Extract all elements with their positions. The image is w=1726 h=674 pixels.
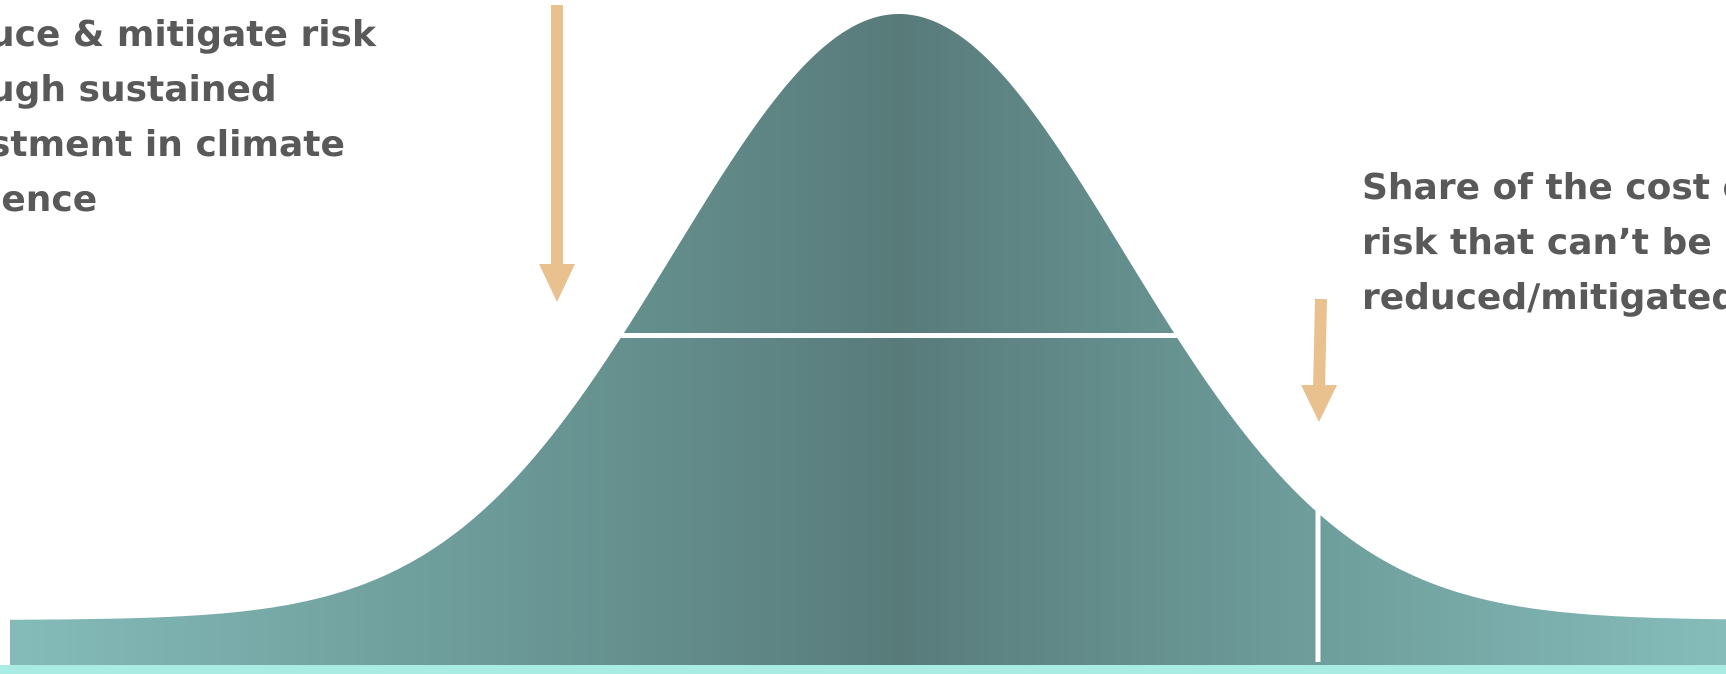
left-annotation-line: ience xyxy=(0,179,98,220)
arrow-right-down-icon xyxy=(1301,298,1337,422)
right-annotation-line: reduced/mitigated xyxy=(1362,277,1726,318)
right-annotation-line: Share of the cost o xyxy=(1362,167,1726,208)
left-annotation-text: uce & mitigate risk ugh sustained stment… xyxy=(0,7,376,227)
left-annotation-line: ugh sustained xyxy=(0,69,277,110)
arrow-left-down-icon xyxy=(539,5,575,302)
bell-curve xyxy=(10,14,1726,666)
left-annotation-line: stment in climate xyxy=(0,124,345,165)
baseline-strip xyxy=(0,665,1726,674)
right-annotation-line: risk that can’t be xyxy=(1362,222,1712,263)
left-annotation-line: uce & mitigate risk xyxy=(0,14,376,55)
right-annotation-text: Share of the cost o risk that can’t be r… xyxy=(1362,160,1726,325)
